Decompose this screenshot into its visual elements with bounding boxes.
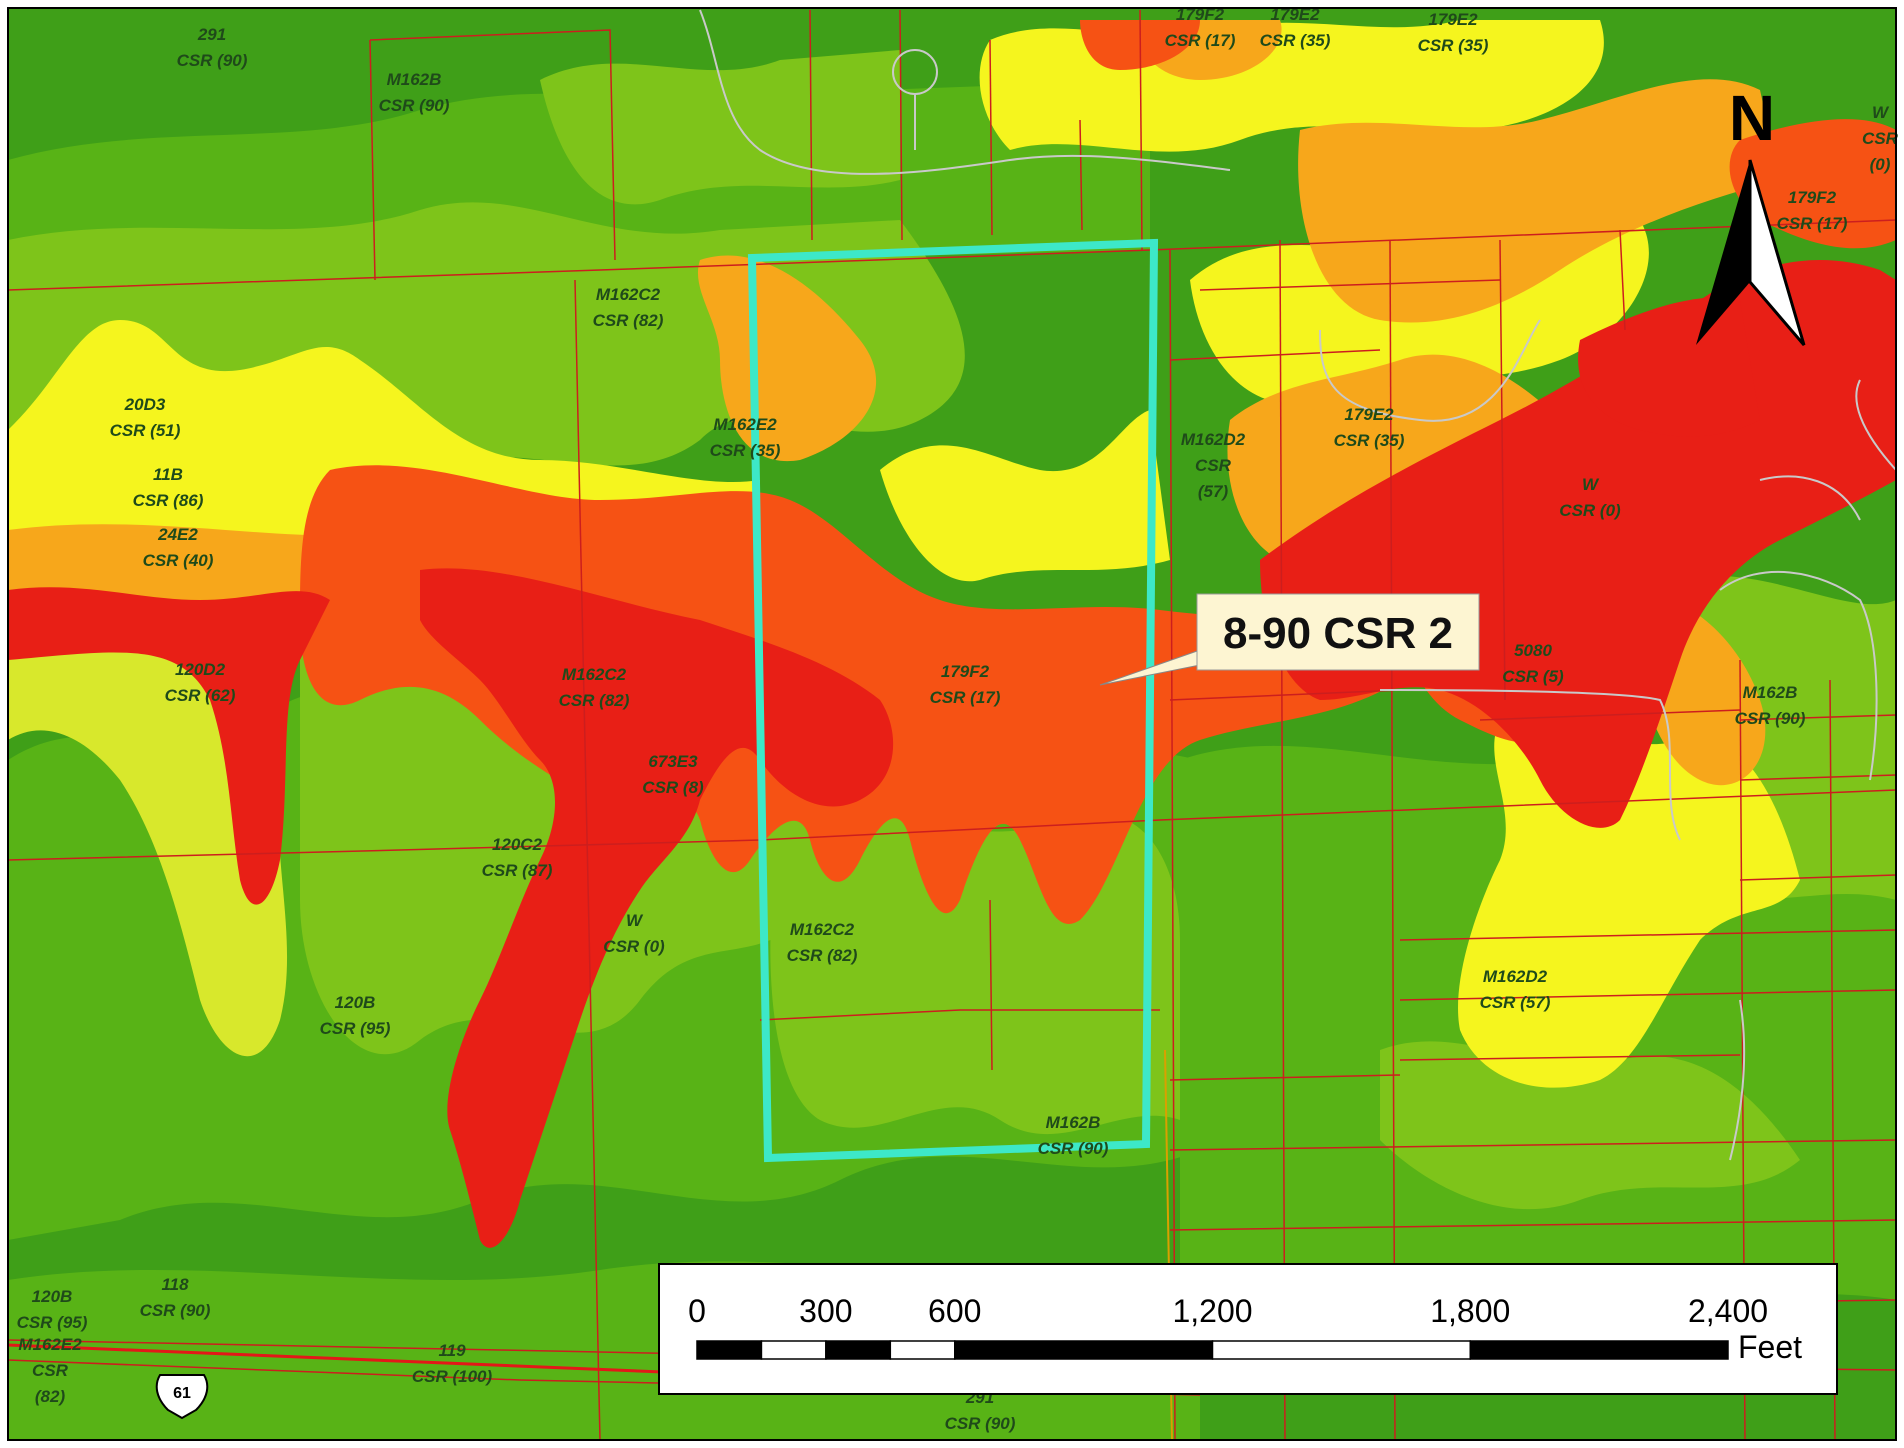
scale-tick-label: 2,400 [1688,1293,1768,1329]
scale-segments [696,1340,1729,1360]
zone-low-mid-yellowgreen [8,619,288,1057]
scale-unit-label: Feet [1738,1329,1802,1365]
scale-segment [696,1340,763,1360]
site-callout: 8-90 CSR 2 [1099,593,1480,686]
roads [699,9,1897,1161]
scale-tick-label: 1,800 [1430,1293,1510,1329]
zone-red [8,260,1896,1248]
north-arrow-icon: N [1696,82,1806,346]
north-arrow-label: N [1729,82,1775,154]
scale-tick-label: 1,200 [1172,1293,1252,1329]
scale-segment [1469,1340,1729,1360]
scale-segment [889,1340,956,1360]
us-highway-shield-icon: 61 [155,1374,209,1420]
scale-segment [760,1340,827,1360]
scale-tick-label: 300 [799,1293,852,1329]
scale-tick-labels: 0 300 600 1,200 1,800 2,400 [688,1293,1768,1329]
scale-segment [1211,1340,1471,1360]
scale-segment [825,1340,892,1360]
scale-bar: 0 300 600 1,200 1,800 2,400 Feet [658,1263,1838,1395]
site-outline[interactable] [747,238,1159,1163]
scale-segment [954,1340,1214,1360]
scale-tick-label: 600 [928,1293,981,1329]
zone-yellow [8,20,1800,1088]
map-frame [7,7,1897,1441]
site-callout-text: 8-90 CSR 2 [1223,609,1453,658]
scale-tick-label: 0 [688,1293,706,1329]
highway-number: 61 [173,1385,191,1402]
